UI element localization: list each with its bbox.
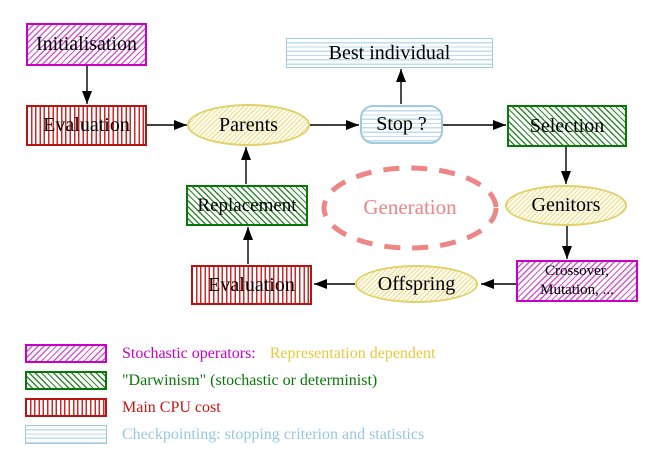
generation-label: Generation [363,195,457,219]
legend-swatch-red-stripes [25,398,107,417]
node-offspring: Offspring [355,265,478,303]
legend-text-checkpointing: Checkpointing: stopping criterion and st… [122,425,425,443]
node-offspring-label: Offspring [377,272,456,295]
legend-swatch-green-hatch [25,371,107,390]
node-crossover-line1: Crossover, [545,262,609,279]
legend-row-checkpointing: Checkpointing: stopping criterion and st… [25,425,435,444]
node-evaluation-top-label: Evaluation [43,114,130,136]
legend-swatch-cyan-stripes [25,425,107,444]
node-crossover-line2: Mutation, ... [540,282,614,298]
node-replacement: Replacement [186,185,308,226]
node-initialisation-label: Initialisation [35,33,138,55]
node-genitors-label: Genitors [531,194,601,216]
node-genitors: Genitors [505,185,627,226]
node-crossover-mutation: Crossover, Mutation, ... [516,260,638,302]
legend-text-stochastic-operators: Stochastic operators: [122,344,256,362]
node-selection-label: Selection [529,114,605,137]
legend-text-main-cpu-cost: Main CPU cost [122,398,221,416]
legend-text-darwinism: "Darwinism" (stochastic or determinist) [122,371,378,389]
node-evaluation-bottom: Evaluation [191,265,312,305]
legend-text-representation-dependent: Representation dependent [269,344,436,362]
legend-row-cpu-cost: Main CPU cost [25,398,435,417]
node-parents-label: Parents [219,113,278,136]
node-stop: Stop ? [360,105,443,144]
node-stop-label: Stop ? [376,113,427,135]
legend-swatch-magenta-hatch [25,344,107,363]
generation-dashed-ellipse [321,165,499,251]
node-selection: Selection [507,105,627,147]
legend-row-stochastic: Stochastic operators: Representation dep… [25,344,435,363]
node-best-individual: Best individual [286,38,493,68]
legend: Stochastic operators: Representation dep… [25,344,435,452]
legend-row-darwinism: "Darwinism" (stochastic or determinist) [25,371,435,390]
legend-label-stochastic: Stochastic operators: Representation dep… [122,345,435,363]
node-initialisation: Initialisation [26,23,147,66]
node-replacement-label: Replacement [197,194,297,216]
node-evaluation-top: Evaluation [26,105,147,146]
node-parents: Parents [187,104,310,146]
node-evaluation-bottom-label: Evaluation [208,273,295,296]
node-best-individual-label: Best individual [328,41,451,64]
